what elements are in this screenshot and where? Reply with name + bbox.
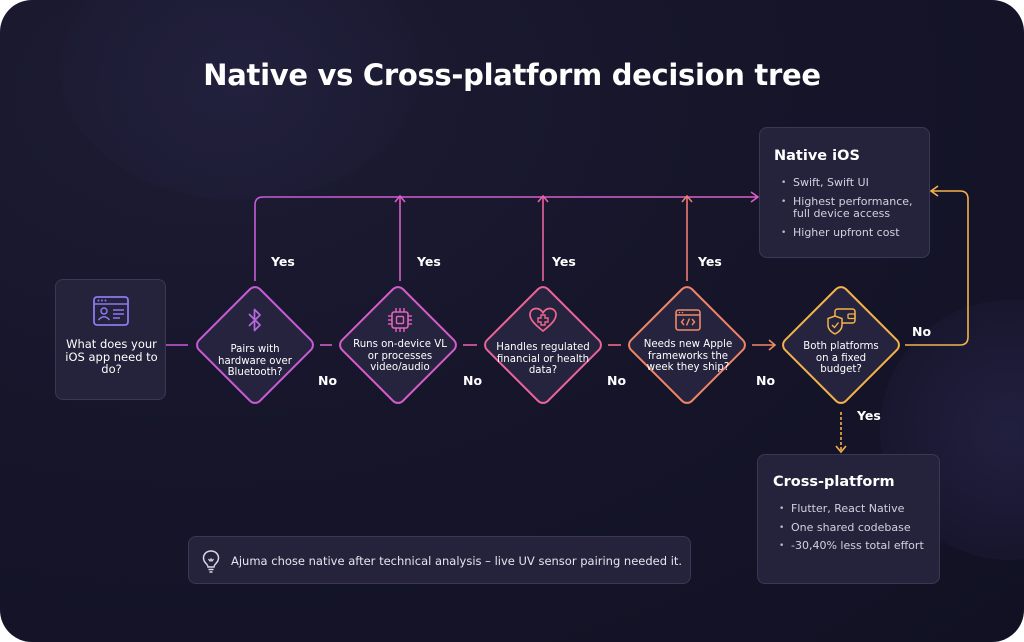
list-item: Flutter, React Native [777,502,935,516]
diagram-title: Native vs Cross-platform decision tree [203,58,821,92]
note-callout: Ajuma chose native after technical analy… [188,536,691,584]
no-label: No [607,373,627,388]
code-window-icon [674,308,702,336]
list-item: Higher upfront cost [779,226,927,240]
yes-label: Yes [417,254,441,269]
chip-icon [386,306,414,338]
arrow-head [750,191,760,203]
native-ios-card: Native iOS Swift, Swift UI Highest perfo… [759,127,930,258]
lightbulb-icon [201,549,221,577]
arrow-head [835,445,847,454]
list-item: One shared codebase [777,521,935,535]
question-label: Pairs with hardware over Bluetooth? [218,344,292,378]
list-item: Swift, Swift UI [779,176,927,190]
shield-wallet-icon [826,306,858,340]
app-profile-icon [92,295,130,331]
arrow-head [929,185,939,197]
no-label: No [756,373,776,388]
yes-label: Yes [271,254,295,269]
start-question: What does your iOS app need to do? [65,337,158,376]
heart-plus-icon [528,306,558,338]
no-label: No [318,373,338,388]
arrow-head [768,339,777,351]
result-list: Swift, Swift UI Highest performance, ful… [779,176,927,245]
arrow-head [681,194,693,203]
yes-label: Yes [698,254,722,269]
list-item: Highest performance, full device access [779,195,927,221]
yes-label: Yes [552,254,576,269]
question-label: Runs on-device VL or processes video/aud… [353,339,447,373]
result-title: Native iOS [774,148,860,164]
question-label: Needs new Apple frameworks the week they… [643,339,733,373]
arrow-head [394,194,406,203]
arrow-head [537,194,549,203]
note-text: Ajuma chose native after technical analy… [231,554,683,568]
result-title: Cross-platform [773,474,895,490]
yes-label: Yes [857,408,881,423]
no-label: No [912,324,932,339]
cross-platform-card: Cross-platform Flutter, React Native One… [757,454,940,584]
yes-branch-1 [254,196,758,281]
start-card: What does your iOS app need to do? [55,279,166,400]
list-item: -30,40% less total effort [777,539,935,553]
no-label: No [463,373,483,388]
no-branch-native [905,190,969,346]
bluetooth-icon [247,307,263,337]
question-label: Both platforms on a fixed budget? [803,341,879,375]
result-list: Flutter, React Native One shared codebas… [777,502,935,559]
question-label: Handles regulated financial or health da… [496,342,590,376]
